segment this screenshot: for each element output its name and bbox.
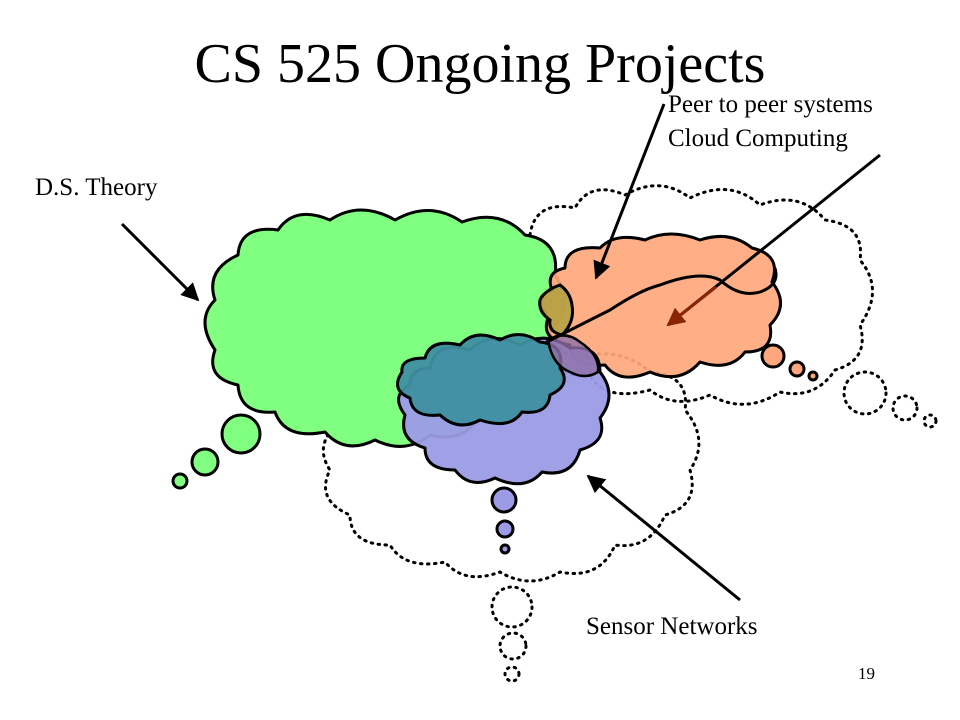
ds-theory-bubble-medium [190,447,220,477]
ds-theory-bubble-small [171,472,189,490]
p2p-bubble-small [807,370,819,382]
label-ds-theory: D.S. Theory [35,174,158,201]
connecting-curve [544,267,778,345]
ds-theory-bubble-large [220,413,262,455]
arrow-ds-theory [120,222,200,302]
sensor-bubble-small [499,543,511,555]
overlap-green-orange [538,283,574,337]
arrow-p2p [593,103,666,280]
dotted-bubble-small-bottom [503,665,521,683]
p2p-bubble-large [760,343,786,369]
label-peer-to-peer: Peer to peer systems [668,91,873,118]
slide-title: CS 525 Ongoing Projects [194,33,766,95]
arrow-sensor-networks [586,474,741,602]
dotted-bubble-small-right [922,413,938,429]
dotted-bubble-large-right [842,370,888,416]
dotted-bubble-large-bottom [490,585,534,629]
dotted-bubble-medium-bottom [498,631,528,661]
sensor-bubble-medium [495,519,515,539]
overlap-purple-hint [546,334,600,378]
page-number: 19 [858,664,875,683]
p2p-bubble-medium [788,360,806,378]
label-sensor-networks: Sensor Networks [586,613,758,640]
label-cloud-computing: Cloud Computing [668,125,848,152]
sensor-bubble-large [490,486,518,514]
overlap-small-cloud [396,333,566,427]
label-p2p-group: Peer to peer systems Cloud Computing [668,88,873,156]
arrow-cloud-computing-tip [666,285,717,327]
dotted-bubble-medium-right [891,394,919,422]
